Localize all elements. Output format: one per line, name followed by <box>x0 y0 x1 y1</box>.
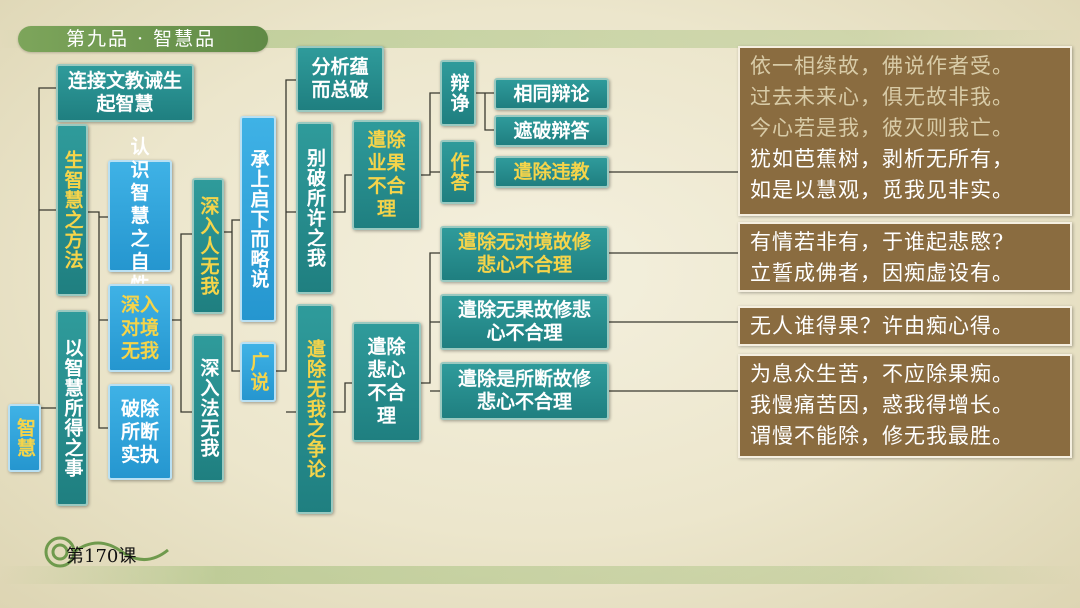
node-d1-label: 承上启下而略说 <box>247 149 270 289</box>
node-e2: 别破所许之我 <box>296 122 333 294</box>
verse-2-line-1: 有情若非有，于谁起悲愍? <box>750 230 1005 254</box>
node-f1-label: 遣除业果不合理 <box>367 129 406 220</box>
node-g3: 遣除无对境故修悲心不合理 <box>440 226 609 282</box>
node-g1-label: 辩诤 <box>447 73 470 113</box>
node-g4: 遣除无果故修悲心不合理 <box>440 294 609 350</box>
node-d1: 承上启下而略说 <box>240 116 276 322</box>
node-c1-label: 深入人无我 <box>197 196 220 296</box>
node-e3-label: 遣除无我之争论 <box>304 339 326 479</box>
node-g2-label: 作答 <box>447 152 470 192</box>
node-b1-label: 认识智慧之自性 <box>130 135 150 296</box>
node-h2: 遮破辩答 <box>494 115 609 147</box>
node-a3-label: 以智慧所得之事 <box>61 338 84 478</box>
top-decor-band <box>0 30 1080 48</box>
verse-1-line-4: 犹如芭蕉树，剥析无所有， <box>750 147 1014 171</box>
node-a2-label: 生智慧之方法 <box>61 150 84 270</box>
node-g2: 作答 <box>440 140 476 204</box>
verse-1-line-2: 过去未来心，俱无故非我。 <box>750 85 1014 109</box>
cloud-ornament-icon <box>44 536 169 568</box>
node-root: 智慧 <box>8 404 41 472</box>
verse-1-line-5: 如是以慧观，觅我见非实。 <box>750 178 1014 202</box>
node-e1-label: 分析蕴而总破 <box>311 56 369 101</box>
verse-2-line-2: 立誓成佛者，因痴虚设有。 <box>750 261 1014 285</box>
node-f2: 遣除悲心不合理 <box>352 322 421 442</box>
node-e2-label: 别破所许之我 <box>304 148 326 268</box>
verse-4-line-3: 谓慢不能除，修无我最胜。 <box>750 424 1014 448</box>
node-g4-label: 遣除无果故修悲心不合理 <box>457 299 591 344</box>
node-g3-label: 遣除无对境故修悲心不合理 <box>457 231 591 276</box>
node-a2: 生智慧之方法 <box>56 124 88 296</box>
node-c2: 深入法无我 <box>192 334 224 482</box>
node-b2-label: 深入对境无我 <box>120 293 159 362</box>
node-h3-label: 遣除违教 <box>513 160 590 183</box>
verse-box-3: 无人谁得果？许由痴心得。 <box>738 306 1072 346</box>
verse-3-line-1: 无人谁得果？许由痴心得。 <box>750 314 1014 338</box>
node-c1: 深入人无我 <box>192 178 224 314</box>
node-h2-label: 遮破辩答 <box>513 119 590 142</box>
node-g1: 辩诤 <box>440 60 476 126</box>
node-c2-label: 深入法无我 <box>197 358 220 458</box>
node-root-label: 智慧 <box>14 418 36 458</box>
node-e1: 分析蕴而总破 <box>296 46 384 112</box>
node-b3: 破除所断实执 <box>108 384 172 480</box>
slide-title: 第九品 · 智慧品 <box>66 28 217 50</box>
node-a3: 以智慧所得之事 <box>56 310 88 506</box>
verse-box-4: 为息众生苦，不应除果痴。 我慢痛苦因，惑我得增长。 谓慢不能除，修无我最胜。 <box>738 354 1072 458</box>
node-a1-label: 连接文教诫生起智慧 <box>68 70 183 115</box>
node-h1-label: 相同辩论 <box>513 82 590 105</box>
node-a1: 连接文教诫生起智慧 <box>56 64 194 122</box>
node-g5-label: 遣除是所断故修悲心不合理 <box>457 368 591 413</box>
bottom-decor-band <box>0 566 1080 584</box>
node-g5: 遣除是所断故修悲心不合理 <box>440 362 609 420</box>
lesson-number: 第170课 <box>66 546 137 567</box>
node-h3: 遣除违教 <box>494 156 609 188</box>
node-d2-label: 广说 <box>247 352 270 392</box>
node-h1: 相同辩论 <box>494 78 609 110</box>
verse-box-2: 有情若非有，于谁起悲愍? 立誓成佛者，因痴虚设有。 <box>738 222 1072 292</box>
node-b3-label: 破除所断实执 <box>120 397 159 466</box>
node-f2-label: 遣除悲心不合理 <box>367 336 406 427</box>
verse-box-1: 依一相续故，佛说作者受。 过去未来心，俱无故非我。 今心若是我，彼灭则我亡。 犹… <box>738 46 1072 216</box>
title-banner <box>18 26 268 52</box>
verse-1-line-3: 今心若是我，彼灭则我亡。 <box>750 116 1014 140</box>
node-e3: 遣除无我之争论 <box>296 304 333 514</box>
verse-4-line-1: 为息众生苦，不应除果痴。 <box>750 362 1014 386</box>
node-b2: 深入对境无我 <box>108 284 172 372</box>
verse-4-line-2: 我慢痛苦因，惑我得增长。 <box>750 393 1014 417</box>
node-b1: 认识智慧之自性 <box>108 136 172 296</box>
node-d2: 广说 <box>240 342 276 402</box>
node-f1: 遣除业果不合理 <box>352 120 421 230</box>
verse-1-line-1: 依一相续故，佛说作者受。 <box>750 54 1014 78</box>
